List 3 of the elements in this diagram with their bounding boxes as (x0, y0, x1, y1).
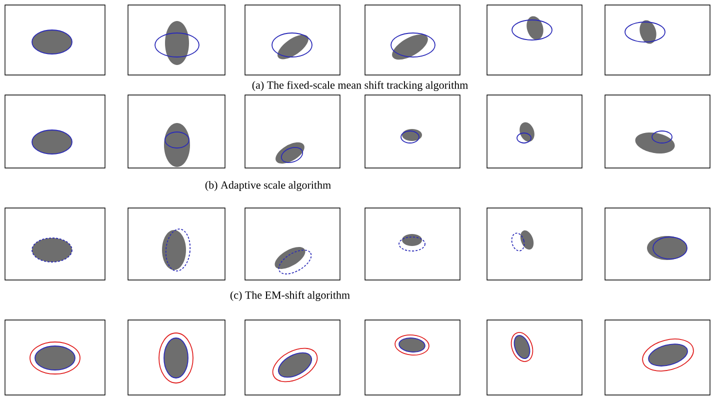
figure-caption: (b) Adaptive scale algorithm (205, 181, 331, 191)
figure-caption: (c) The EM-shift algorithm (230, 290, 350, 302)
figure-caption: (a) The fixed-scale mean shift tracking algorithm (252, 80, 468, 92)
